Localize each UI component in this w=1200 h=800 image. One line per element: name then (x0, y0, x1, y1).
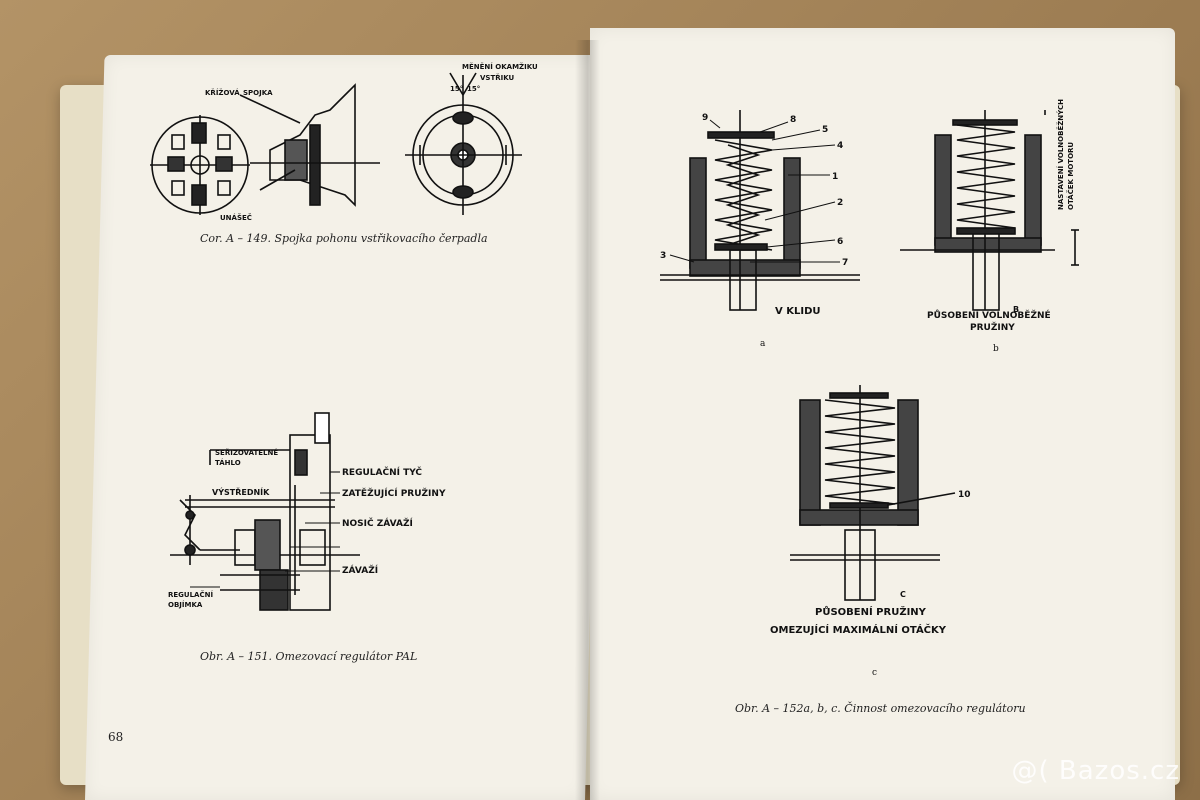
label-regulacni-tyc: REGULAČNÍ TYČ (342, 466, 422, 478)
state-b-line2: PRUŽINY (970, 321, 1015, 333)
label-unasec: UNÁŠEČ (220, 213, 252, 222)
spring-b (956, 124, 1016, 229)
number-6: 6 (837, 237, 843, 247)
number-2: 2 (837, 198, 843, 208)
label-angle-right: 15° (467, 85, 480, 93)
state-c-line1: PŮSOBENÍ PRUŽINY (815, 605, 927, 618)
number-10: 10 (958, 490, 971, 500)
mark-b: B (1013, 305, 1019, 314)
caption-fig-151: Obr. A – 151. Omezovací regulátor PAL (200, 650, 418, 663)
letter-b: b (993, 344, 999, 354)
spring-c (824, 399, 896, 505)
figure-152a-at-rest: 9 8 5 4 1 2 6 3 7 V KLIDU a (660, 110, 860, 349)
number-9: 9 (702, 113, 708, 123)
number-7: 7 (842, 258, 848, 268)
number-3: 3 (660, 251, 666, 261)
label-meneni: MĚNĚNÍ OKAMŽIKU (462, 62, 538, 71)
number-4: 4 (837, 141, 843, 151)
letter-a: a (760, 339, 766, 349)
label-zatezujici: ZATĚŽUJÍCÍ PRUŽINY (342, 487, 446, 499)
number-8: 8 (790, 115, 796, 125)
caption-fig-152: Obr. A – 152a, b, c. Činnost omezovacího… (735, 702, 1026, 715)
figure-152b-idle-spring: B PŮSOBENÍ VOLNOBĚŽNÉ PRUŽINY b NASTAVEN… (900, 99, 1079, 354)
label-vstriku: VSTŘIKU (480, 73, 515, 82)
label-angle-left: 15° (450, 85, 463, 93)
number-5: 5 (822, 125, 828, 135)
label-objimka: OBJÍMKA (168, 600, 203, 609)
label-nosic: NOSIČ ZÁVAŽÍ (342, 517, 413, 529)
side-label-line2: OTÁČEK MOTORU (1066, 142, 1075, 210)
site-watermark: @( Bazos.cz (1011, 756, 1180, 786)
label-krizova: KŘÍŽOVÁ (205, 88, 240, 97)
governor-weights (254, 519, 281, 571)
label-regulacni: REGULAČNÍ (168, 590, 213, 599)
label-zavazi: ZÁVAŽÍ (342, 564, 379, 576)
figure-151-governor-drawing: SEŘIZOVATELNÉ TÁHLO REGULAČNÍ TYČ VÝSTŘE… (168, 412, 446, 611)
state-b-line1: PŮSOBENÍ VOLNOBĚŽNÉ (927, 309, 1051, 321)
label-vystrednik: VÝSTŘEDNÍK (212, 486, 270, 497)
label-tahlo: TÁHLO (215, 458, 241, 467)
right-page (590, 28, 1175, 800)
state-a: V KLIDU (775, 306, 820, 317)
spring-a (714, 139, 773, 251)
figure-149-clutch-drawing: KŘÍŽOVÁ SPOJKA UNÁŠEČ MĚNĚNÍ OKAMŽIKU VS… (150, 62, 538, 222)
label-spojka: SPOJKA (243, 89, 273, 97)
page-number: 68 (108, 730, 124, 744)
number-1: 1 (832, 172, 838, 182)
letter-c: c (872, 668, 877, 678)
label-serizovatelne: SEŘIZOVATELNÉ (215, 448, 278, 457)
figure-152c-max-speed-spring: 10 C PŮSOBENÍ PRUŽINY OMEZUJÍCÍ MAXIMÁLN… (770, 385, 971, 678)
mark-c: C (900, 590, 906, 599)
caption-fig-149: Cor. A – 149. Spojka pohonu vstřikovacíh… (200, 232, 488, 245)
side-label-line1: NASTAVENÍ VOLNOBĚŽNÝCH (1056, 99, 1065, 210)
state-c-line2: OMEZUJÍCÍ MAXIMÁLNÍ OTÁČKY (770, 623, 947, 636)
book-gutter (575, 40, 600, 800)
